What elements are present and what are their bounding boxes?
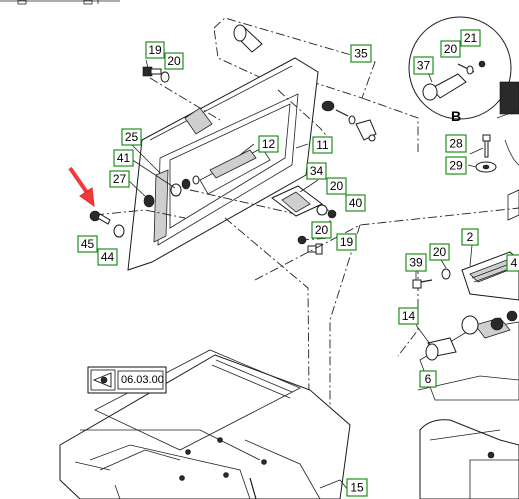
top-cutoff-edge	[0, 0, 120, 5]
svg-text:40: 40	[349, 196, 363, 210]
svg-text:39: 39	[409, 256, 423, 270]
svg-text:20: 20	[315, 223, 329, 237]
eye-view-icon	[92, 372, 112, 388]
callout-21: 21	[460, 29, 481, 47]
right-edge-part	[499, 81, 519, 115]
svg-text:20: 20	[330, 179, 344, 193]
callout-37: 37	[413, 56, 434, 75]
svg-text:37: 37	[417, 59, 431, 73]
svg-text:29: 29	[449, 159, 463, 173]
callout-35: 35	[350, 44, 372, 63]
screw-19-top	[142, 66, 162, 77]
assembly-outline-right	[254, 207, 519, 281]
svg-text:34: 34	[310, 164, 324, 178]
svg-text:45: 45	[81, 237, 95, 251]
svg-text:2: 2	[467, 230, 474, 244]
callout-4: 4	[506, 254, 519, 272]
callout-45: 45	[77, 235, 98, 253]
callout-27: 27	[109, 170, 130, 188]
svg-text:11: 11	[316, 138, 329, 152]
callout-29: 29	[445, 156, 467, 175]
callout-12: 12	[258, 135, 279, 153]
svg-text:44: 44	[101, 250, 115, 264]
callout-20-a: 20	[164, 52, 184, 70]
screw-19-bottom	[297, 235, 323, 255]
svg-text:20: 20	[433, 245, 447, 259]
bottom-small-part	[319, 479, 349, 491]
screw-45	[89, 210, 111, 225]
callout-20-c: 20	[326, 177, 347, 195]
callout-20-e: 20	[429, 243, 450, 261]
svg-text:19: 19	[340, 235, 354, 249]
callout-41: 41	[113, 149, 134, 167]
svg-text:41: 41	[117, 151, 131, 165]
bracket-34	[271, 185, 337, 219]
pointer-arrow	[68, 166, 95, 208]
callout-20-d: 20	[311, 221, 332, 239]
svg-text:20: 20	[167, 54, 181, 68]
svg-text:35: 35	[354, 47, 368, 61]
assembly-boundary-35	[213, 17, 376, 99]
svg-text:20: 20	[444, 42, 458, 56]
svg-text:27: 27	[113, 172, 127, 186]
svg-text:6: 6	[425, 372, 432, 386]
callout-15: 15	[346, 478, 368, 497]
washer-44	[113, 224, 125, 238]
svg-text:21: 21	[464, 31, 478, 45]
washer-20-top	[160, 71, 170, 83]
view-reference: 06.03.00	[87, 366, 167, 394]
svg-text:19: 19	[148, 43, 162, 57]
bracket-35	[321, 100, 377, 142]
washer-20-right	[441, 268, 451, 280]
lower-assembly-14	[419, 310, 519, 401]
svg-text:14: 14	[402, 309, 416, 323]
callout-28: 28	[445, 134, 467, 153]
leader-dash-35	[361, 97, 419, 152]
callout-19-a: 19	[145, 41, 165, 59]
detail-b-view: B	[408, 16, 512, 124]
callout-19-b: 19	[336, 233, 357, 251]
view-reference-code: 06.03.00	[121, 374, 164, 386]
lower-assembly-6	[417, 375, 519, 499]
callout-20-b: 20	[440, 40, 461, 58]
bolt-35	[233, 24, 263, 53]
svg-text:25: 25	[125, 130, 139, 144]
callout-14: 14	[398, 307, 419, 325]
screw-28	[482, 134, 491, 158]
callout-39: 39	[405, 253, 427, 272]
screw-39	[412, 279, 433, 289]
machine-base	[59, 349, 351, 499]
callout-25: 25	[121, 128, 142, 146]
hardware-41-25	[170, 175, 200, 197]
svg-text:12: 12	[262, 137, 276, 151]
callout-6: 6	[419, 370, 437, 388]
callout-2: 2	[461, 228, 479, 246]
detail-label-b: B	[451, 108, 461, 124]
callout-34: 34	[306, 162, 327, 180]
callout-11: 11	[312, 136, 333, 154]
callout-40: 40	[345, 194, 366, 212]
right-edge-line	[496, 109, 519, 119]
svg-text:4: 4	[511, 256, 518, 270]
callout-44: 44	[97, 248, 118, 266]
main-panel-plate	[127, 57, 319, 271]
svg-text:15: 15	[350, 481, 364, 495]
svg-text:28: 28	[449, 137, 463, 151]
